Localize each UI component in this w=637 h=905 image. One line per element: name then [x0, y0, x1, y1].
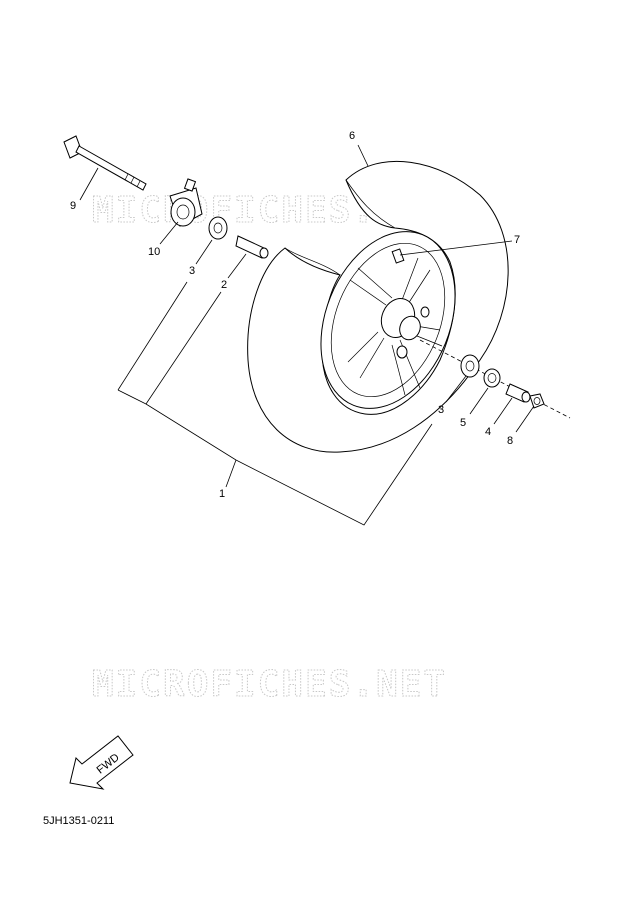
watermark-bottom: MICROFICHES.NET	[92, 664, 447, 705]
callout-1: 1	[219, 488, 225, 500]
callout-2: 2	[221, 279, 227, 291]
valve-stem	[391, 240, 513, 264]
diagram-code: 5JH1351-0211	[43, 815, 115, 827]
callout-4: 4	[485, 426, 491, 438]
meter-gear-unit	[169, 178, 203, 227]
fwd-arrow-icon: FWD	[69, 735, 134, 790]
callout-10: 10	[148, 246, 160, 258]
axle-nut	[529, 393, 545, 409]
callout-9: 9	[70, 200, 76, 212]
callout-6: 6	[349, 130, 355, 142]
left-collar	[235, 235, 269, 259]
callout-5: 5	[460, 417, 466, 429]
callout-3-left: 3	[189, 265, 195, 277]
wheel-hub	[380, 298, 430, 359]
callout-8: 8	[507, 435, 513, 447]
callout-numbers: 6 7 9 10 3 2 1 3 5 4 8	[70, 130, 520, 500]
oil-seal	[483, 368, 501, 388]
leader-lines	[79, 144, 535, 433]
right-collar	[505, 383, 531, 403]
axle-bolt	[63, 135, 147, 191]
right-bearing	[460, 354, 480, 378]
callout-bracket-1	[117, 281, 433, 526]
callout-3-right: 3	[438, 404, 444, 416]
left-bearing	[208, 216, 228, 240]
callout-7: 7	[514, 234, 520, 246]
